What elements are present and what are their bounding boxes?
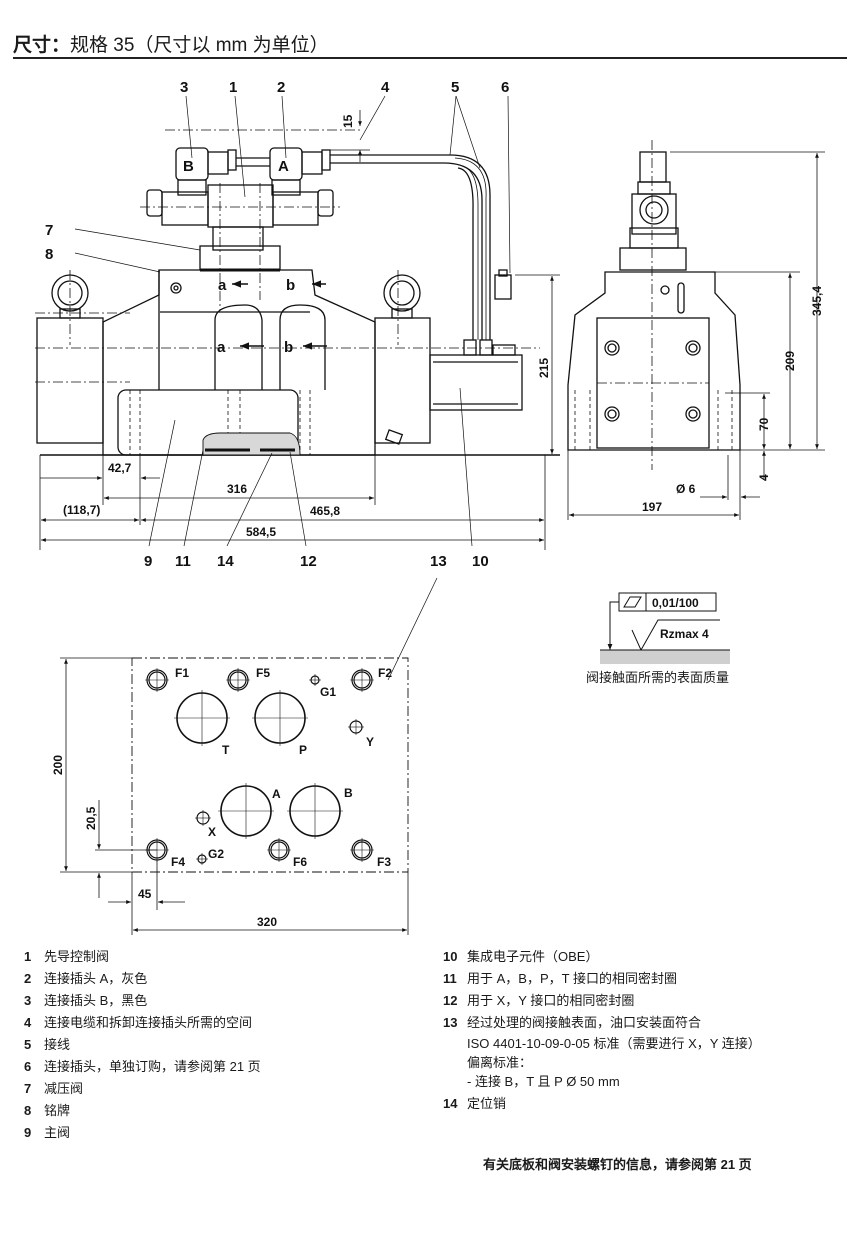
dim-465-8: 465,8 xyxy=(310,504,340,518)
front-view-labels: 3 1 2 4 5 6 7 8 9 11 14 12 13 10 B A a b… xyxy=(45,79,551,570)
dim-320: 320 xyxy=(257,915,277,929)
dim-316: 316 xyxy=(227,482,247,496)
connector-b xyxy=(175,147,270,196)
callout-1: 1 xyxy=(229,79,237,96)
port-label-b: B xyxy=(344,786,353,800)
mounting-face-labels: F1 F5 F2 G1 T P Y A B X G2 F4 F6 F3 200 … xyxy=(51,666,392,929)
cables xyxy=(330,154,491,340)
arrow-label-b-mid: b xyxy=(284,339,293,356)
side-view-labels: 345,4 209 70 4 Ø 6 197 xyxy=(642,286,824,514)
port-label-t: T xyxy=(222,743,230,757)
callout-8: 8 xyxy=(45,246,53,263)
side-view xyxy=(567,140,825,520)
dim-584-5: 584,5 xyxy=(246,525,276,539)
callout-12: 12 xyxy=(300,553,317,570)
surface-quality-caption: 阀接触面所需的表面质量 xyxy=(586,670,730,685)
callout-5: 5 xyxy=(451,79,459,96)
dim-dia-6: Ø 6 xyxy=(676,482,696,496)
callout-9: 9 xyxy=(144,553,152,570)
dim-345-4: 345,4 xyxy=(810,286,824,316)
callout-13: 13 xyxy=(430,553,447,570)
dim-45: 45 xyxy=(138,887,152,901)
callout-10: 10 xyxy=(472,553,489,570)
technical-drawing: 3 1 2 4 5 6 7 8 9 11 14 12 13 10 B A a b… xyxy=(35,79,825,935)
arrow-label-a-top: a xyxy=(218,277,227,294)
title-rule xyxy=(13,57,847,59)
port-label-x: X xyxy=(208,825,216,839)
title-bold: 尺寸： xyxy=(13,35,71,56)
main-ports xyxy=(176,692,341,837)
port-label-y: Y xyxy=(366,735,374,749)
callout-4: 4 xyxy=(381,79,390,96)
dim-197: 197 xyxy=(642,500,662,514)
surface-quality-symbol xyxy=(600,592,730,664)
port-label-f2: F2 xyxy=(378,666,392,680)
dim-209: 209 xyxy=(783,351,797,371)
pilot-ports xyxy=(196,675,363,864)
legend-item-13-line-2: ISO 4401-10-09-0-05 标准（需要进行 X，Y 连接） xyxy=(467,1036,761,1051)
callout-14: 14 xyxy=(217,553,234,570)
arrow-label-b-top: b xyxy=(286,277,295,294)
callout-3: 3 xyxy=(180,79,188,96)
end-cap-left xyxy=(36,317,104,444)
legend-item-13-line-4: - 连接 B，T 且 P Ø 50 mm xyxy=(467,1074,620,1089)
port-label-f3: F3 xyxy=(377,855,391,869)
callout-11: 11 xyxy=(175,553,191,570)
port-label-a: A xyxy=(272,787,281,801)
dim-200: 200 xyxy=(51,755,65,775)
port-label-g1: G1 xyxy=(320,685,336,699)
title-rest: 规格 35（尺寸以 mm 为单位） xyxy=(70,35,329,56)
port-label-f4: F4 xyxy=(171,855,185,869)
main-valve-body xyxy=(40,269,560,456)
footnote: 有关底板和阀安装螺钉的信息，请参阅第 21 页 xyxy=(483,1157,752,1172)
legend-item-13-line-3: 偏离标准： xyxy=(467,1055,533,1070)
connector-a-label: A xyxy=(278,158,289,175)
arrow-label-a-mid: a xyxy=(217,339,226,356)
port-label-g2: G2 xyxy=(208,847,224,861)
dim-215: 215 xyxy=(537,358,551,378)
end-cap-right xyxy=(374,317,431,444)
port-label-f5: F5 xyxy=(256,666,270,680)
front-view xyxy=(35,95,560,681)
port-label-f6: F6 xyxy=(293,855,307,869)
callout-6: 6 xyxy=(501,79,509,96)
dim-15: 15 xyxy=(341,114,355,128)
dim-42-7: 42,7 xyxy=(108,461,132,475)
mounting-face xyxy=(60,657,409,935)
dim-20-5: 20,5 xyxy=(84,806,98,830)
obe-housing xyxy=(429,269,523,411)
port-label-f1: F1 xyxy=(175,666,189,680)
page-title: 尺寸：规格 35（尺寸以 mm 为单位） xyxy=(13,30,329,57)
callout-2: 2 xyxy=(277,79,285,96)
callout-7: 7 xyxy=(45,222,53,239)
dim-70: 70 xyxy=(757,417,771,431)
roughness-value: Rzmax 4 xyxy=(660,627,709,641)
pilot-valve xyxy=(146,184,334,272)
dim-4: 4 xyxy=(757,474,771,481)
dim-118-7: (118,7) xyxy=(63,503,100,517)
connector-a xyxy=(269,147,331,196)
connector-b-label: B xyxy=(183,158,194,175)
port-label-p: P xyxy=(299,743,307,757)
flatness-tolerance: 0,01/100 xyxy=(652,596,699,610)
